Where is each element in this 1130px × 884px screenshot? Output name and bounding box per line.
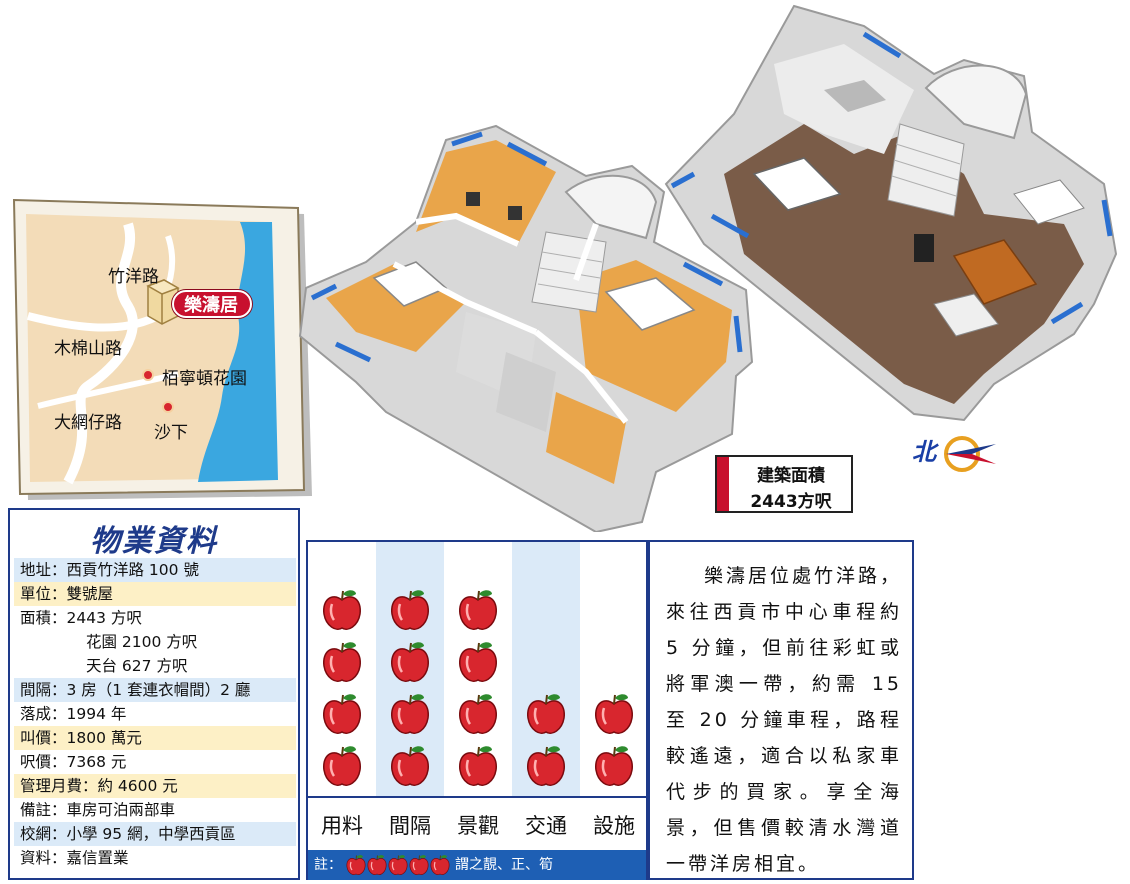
- rating-label-facilities: 設施: [593, 814, 635, 838]
- info-row: 備註：車房可泊兩部車: [20, 801, 176, 819]
- apple-icon: [458, 588, 498, 632]
- apple-icon: [390, 692, 430, 736]
- rating-label-row: 用料 間隔 景觀 交通 設施: [308, 796, 646, 850]
- rating-note-suffix: 謂之靚、正、筍: [455, 857, 553, 873]
- info-panel-title: 物業資料: [90, 524, 218, 559]
- apple-icon: [594, 692, 634, 736]
- info-row: 間隔：3 房（1 套連衣帽間）2 廳: [14, 678, 296, 702]
- apple-icon: [526, 692, 566, 736]
- description-panel: 樂濤居位處竹洋路，來往西貢市中心車程約 5 分鐘，但前往彩虹或將軍澳一帶，約需 …: [648, 540, 914, 880]
- apple-icon: [322, 640, 362, 684]
- info-row: 花園 2100 方呎: [86, 633, 198, 651]
- rating-column: [444, 542, 512, 796]
- floor-plan-bedrooms: [298, 124, 754, 532]
- map-label-mukmin-road: 木棉山路: [54, 339, 122, 359]
- rating-note-prefix: 註：: [314, 857, 342, 873]
- info-row: 叫價：1800 萬元: [14, 726, 296, 750]
- apple-icon: [458, 744, 498, 788]
- apple-icon: [346, 855, 366, 875]
- rating-note: 註： 謂之靚、正、筍: [308, 850, 646, 880]
- area-badge-value: 2443方呎: [750, 492, 832, 512]
- info-row: 面積：2443 方呎: [20, 609, 142, 627]
- rating-label-transport: 交通: [525, 814, 567, 838]
- floor-plan-living: [664, 4, 1118, 422]
- info-row: 校網：小學 95 網，中學西貢區: [14, 822, 296, 846]
- rating-column: [512, 542, 580, 796]
- apple-icon: [390, 744, 430, 788]
- info-rows: 地址：西貢竹洋路 100 號 單位：雙號屋 面積：2443 方呎 花園 2100…: [14, 558, 296, 870]
- map-label-pak-estate: 栢寧頓花園: [162, 369, 247, 389]
- rating-label-materials: 用料: [321, 814, 363, 838]
- apple-icon: [594, 744, 634, 788]
- apple-icon: [388, 855, 408, 875]
- apple-icon: [458, 692, 498, 736]
- compass-north-label: 北: [912, 438, 936, 466]
- map-label-taimong-road: 大網仔路: [54, 413, 122, 433]
- apple-icon: [430, 855, 450, 875]
- apple-icon: [322, 588, 362, 632]
- rating-column: [580, 542, 648, 796]
- area-badge-label: 建築面積: [757, 466, 825, 486]
- rating-note-apples: [346, 850, 451, 880]
- building-area-badge: 建築面積 2443方呎: [715, 455, 853, 513]
- property-info-panel: 物業資料 地址：西貢竹洋路 100 號 單位：雙號屋 面積：2443 方呎 花園…: [8, 508, 300, 880]
- rating-label-view: 景觀: [457, 814, 499, 838]
- map-graphic: [12, 198, 312, 500]
- property-name-tag: 樂濤居: [172, 290, 252, 318]
- apple-icon: [390, 640, 430, 684]
- info-row: 天台 627 方呎: [86, 657, 188, 675]
- info-row: 呎價：7368 元: [20, 753, 127, 771]
- info-row: 地址：西貢竹洋路 100 號: [14, 558, 296, 582]
- compass-arrow-icon: [944, 436, 996, 472]
- apple-icon: [409, 855, 429, 875]
- badge-accent-bar: [717, 457, 729, 511]
- info-row: 單位：雙號屋: [14, 582, 296, 606]
- apple-icon: [367, 855, 387, 875]
- apple-icon: [526, 744, 566, 788]
- compass: 北: [908, 430, 998, 476]
- info-row: 管理月費：約 4600 元: [14, 774, 296, 798]
- rating-column: [376, 542, 444, 796]
- apple-rating-panel: 用料 間隔 景觀 交通 設施 註： 謂之靚、正、筍: [306, 540, 648, 880]
- map-label-chukyeung-road: 竹洋路: [108, 267, 159, 287]
- description-text: 樂濤居位處竹洋路，來往西貢市中心車程約 5 分鐘，但前往彩虹或將軍澳一帶，約需 …: [666, 565, 903, 875]
- info-row: 資料：嘉信置業: [20, 849, 129, 867]
- location-map: 竹洋路 木棉山路 栢寧頓花園 大網仔路 沙下 樂濤居: [8, 196, 316, 508]
- apple-icon: [390, 588, 430, 632]
- info-row: 落成：1994 年: [20, 705, 127, 723]
- rating-label-layout: 間隔: [389, 814, 431, 838]
- map-marker-pak-estate: [142, 369, 154, 381]
- apple-icon: [322, 744, 362, 788]
- map-label-shaha: 沙下: [154, 423, 188, 443]
- map-marker-shaha: [162, 401, 174, 413]
- rating-column: [308, 542, 376, 796]
- apple-icon: [458, 640, 498, 684]
- apple-icon: [322, 692, 362, 736]
